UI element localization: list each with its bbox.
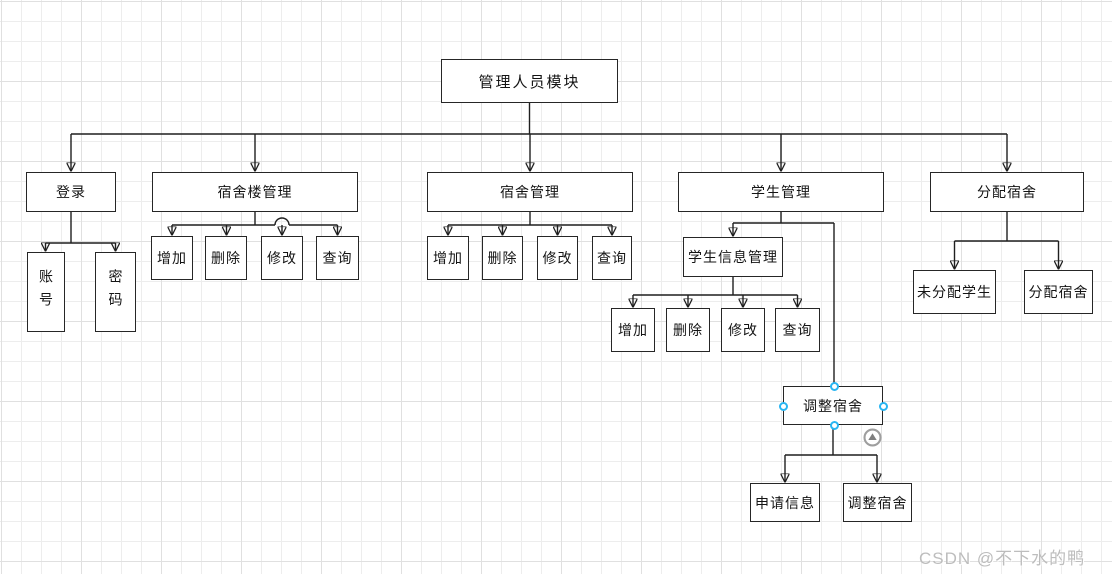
node-db-modify[interactable]: 修改: [261, 236, 303, 280]
node-si-delete-label: 删除: [673, 322, 703, 338]
node-dm-delete[interactable]: 删除: [482, 236, 523, 280]
node-adjust-dorm[interactable]: 调整宿舍: [779, 382, 888, 430]
node-db-delete[interactable]: 删除: [205, 236, 247, 280]
node-adjust-dorm-sub-label: 调整宿舍: [847, 494, 908, 511]
node-student-info-mgmt[interactable]: 学生信息管理: [683, 237, 783, 277]
node-password-label: 密码: [107, 269, 124, 315]
connection-handle-left[interactable]: [779, 402, 788, 411]
watermark-text: CSDN @不下水的鸭: [919, 549, 1086, 568]
node-si-query-label: 查询: [782, 322, 813, 338]
node-root-label: 管理人员模块: [478, 73, 581, 91]
node-dm-query-label: 查询: [597, 250, 627, 266]
connection-handle-top[interactable]: [829, 382, 839, 391]
node-db-add[interactable]: 增加: [151, 236, 193, 280]
node-student-mgmt-label: 学生管理: [751, 184, 811, 200]
collapse-toggle-button[interactable]: [863, 428, 882, 447]
node-login[interactable]: 登录: [26, 172, 116, 212]
node-si-delete[interactable]: 删除: [666, 308, 710, 352]
node-adjust-dorm-label: 调整宿舍: [803, 397, 863, 414]
node-dm-modify[interactable]: 修改: [537, 236, 578, 280]
node-db-query-label: 查询: [322, 250, 353, 266]
node-dm-add[interactable]: 增加: [427, 236, 469, 280]
node-db-delete-label: 删除: [211, 250, 241, 266]
node-si-query[interactable]: 查询: [775, 308, 820, 352]
node-dm-delete-label: 删除: [487, 250, 518, 266]
connection-handle-right[interactable]: [878, 402, 888, 411]
node-dorm-building-mgmt[interactable]: 宿舍楼管理: [152, 172, 358, 212]
node-assign-dorm[interactable]: 分配宿舍: [930, 172, 1084, 212]
node-unassigned-students[interactable]: 未分配学生: [913, 270, 996, 314]
node-db-query[interactable]: 查询: [316, 236, 359, 280]
node-db-modify-label: 修改: [267, 250, 297, 266]
node-dm-add-label: 增加: [433, 250, 463, 266]
node-unassigned-students-label: 未分配学生: [917, 284, 992, 300]
node-assign-dorm-sub-label: 分配宿舍: [1028, 284, 1089, 300]
node-apply-info-label: 申请信息: [755, 494, 815, 511]
node-assign-dorm-label: 分配宿舍: [977, 184, 1037, 200]
node-si-add[interactable]: 增加: [611, 308, 655, 352]
node-si-modify[interactable]: 修改: [721, 308, 765, 352]
node-student-info-mgmt-label: 学生信息管理: [688, 249, 778, 265]
node-student-mgmt[interactable]: 学生管理: [678, 172, 884, 212]
node-dorm-mgmt-label: 宿舍管理: [500, 184, 560, 200]
node-db-add-label: 增加: [157, 250, 187, 266]
triangle-up-circle-icon: [863, 428, 882, 447]
node-dm-modify-label: 修改: [542, 250, 573, 266]
node-dorm-mgmt[interactable]: 宿舍管理: [427, 172, 633, 212]
node-password[interactable]: 密码: [95, 252, 136, 332]
node-apply-info[interactable]: 申请信息: [750, 483, 820, 522]
node-root[interactable]: 管理人员模块: [441, 59, 618, 103]
edge-line-jump-arc: [274, 217, 290, 226]
node-si-add-label: 增加: [618, 322, 648, 338]
node-si-modify-label: 修改: [728, 322, 758, 338]
connection-handle-bottom[interactable]: [829, 420, 839, 430]
node-adjust-dorm-sub[interactable]: 调整宿舍: [843, 483, 912, 522]
node-account[interactable]: 账号: [27, 252, 65, 332]
node-account-label: 账号: [38, 269, 54, 315]
node-assign-dorm-sub[interactable]: 分配宿舍: [1024, 270, 1093, 314]
node-dorm-building-mgmt-label: 宿舍楼管理: [217, 184, 293, 200]
node-login-label: 登录: [56, 184, 86, 200]
node-dm-query[interactable]: 查询: [592, 236, 632, 280]
